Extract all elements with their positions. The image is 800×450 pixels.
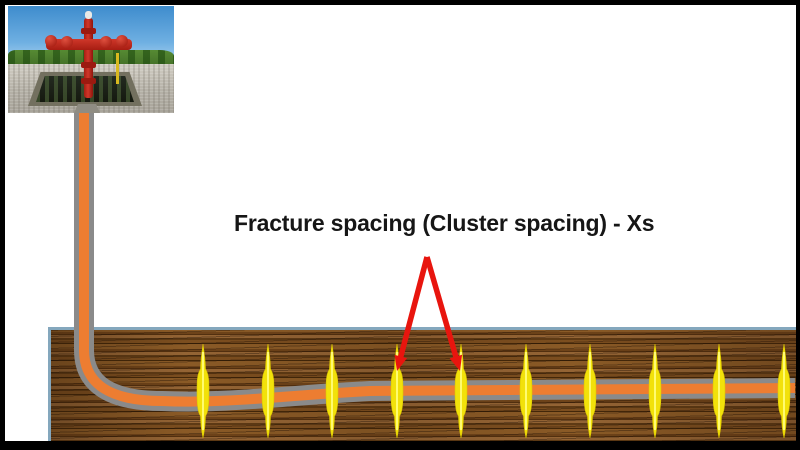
cellar-lip — [74, 104, 100, 113]
fracture-spacing-label: Fracture spacing (Cluster spacing) - Xs — [234, 210, 655, 236]
wellhead-cross-arm — [46, 39, 132, 50]
wellbore-fluid — [79, 108, 796, 407]
pointer-arrow-line — [424, 256, 460, 362]
valve-wheel-icon — [116, 35, 128, 47]
valve-wheel-icon — [45, 35, 57, 47]
valve-wheel-icon — [100, 36, 112, 48]
pointer-arrow-head — [449, 354, 463, 371]
wellhead-flange — [81, 62, 96, 68]
valve-wheel-icon — [61, 36, 73, 48]
wellhead-flange — [81, 28, 96, 34]
wellbore-casing — [74, 108, 796, 412]
marker-pole — [116, 53, 119, 84]
wellhead-christmas-tree — [84, 18, 93, 98]
diagram-overlay — [74, 108, 796, 439]
figure-canvas: Fracture spacing (Cluster spacing) - Xs — [5, 5, 796, 441]
wellhead-flange — [81, 78, 96, 84]
pointer-arrow-head — [394, 354, 408, 371]
wellhead-photo — [8, 6, 174, 113]
pointer-arrow-line — [397, 256, 430, 362]
wellhead-top-cap — [85, 11, 92, 19]
